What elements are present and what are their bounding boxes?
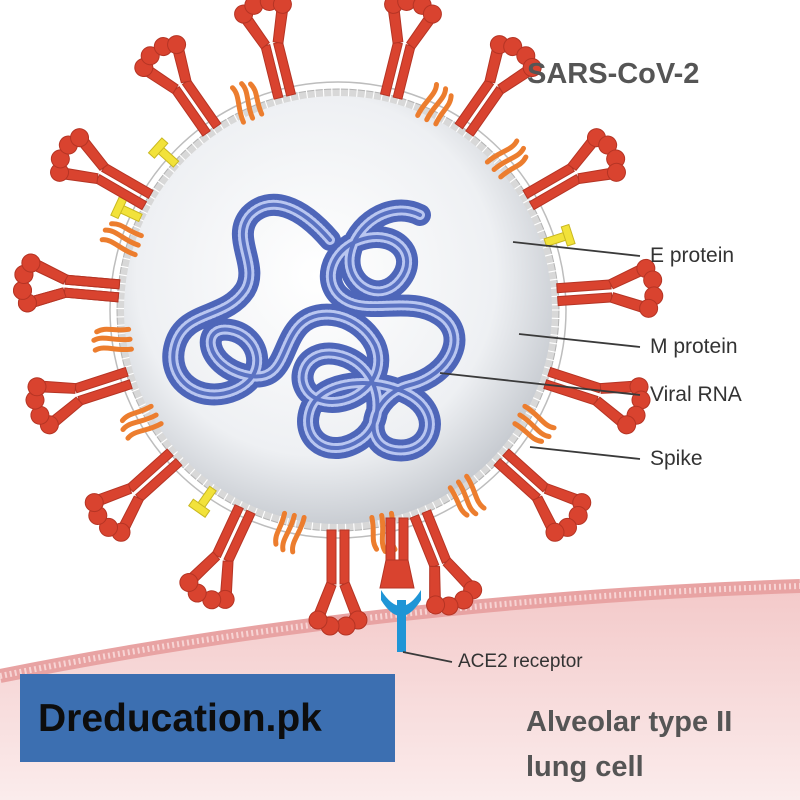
m-protein [447,473,487,518]
e-protein [543,223,576,248]
e-protein-label: E protein [650,244,735,267]
spike-protein [409,509,483,616]
watermark-text: Dreducation.pk [38,697,322,740]
spike-protein [522,128,626,211]
spike-protein [25,366,133,435]
m-protein [91,326,134,353]
m-protein [484,138,529,180]
e-protein [147,137,180,168]
m-protein [119,403,164,441]
ace2-receptor-label: ACE2 receptor [458,651,583,672]
m-protein [99,221,144,258]
e-protein [188,485,217,518]
viral-rna-leader [439,372,641,396]
spike-leader [529,446,641,460]
m-protein-label: M protein [650,335,738,358]
e-proteins [110,137,576,518]
ace2-receptor [381,590,421,652]
spike-protein [379,0,442,100]
spike-protein [13,253,121,313]
viral-rna [162,193,466,462]
m-protein [415,82,454,127]
spike-protein [179,504,256,610]
spike-bound-to-ace2 [379,517,415,589]
e-protein-leader [512,241,641,257]
spike-protein [556,258,664,318]
spike-protein [134,35,222,137]
m-protein-leader [518,333,641,348]
spike-protein [308,529,368,636]
spike-protein [454,35,542,137]
e-protein [110,196,143,223]
cell-label-line-1: Alveolar type II [526,706,733,738]
viral-rna-label: Viral RNA [650,383,742,406]
leader-lines [402,241,641,663]
spike-protein [234,0,297,100]
m-protein [229,81,265,125]
ace2-leader [402,651,453,663]
watermark-banner [20,674,395,762]
cell-label-line-2: lung cell [526,751,644,783]
diagram-title: SARS-CoV-2 [527,58,700,90]
m-protein [273,510,307,555]
spike-protein [493,448,592,542]
spike-protein [50,128,154,211]
spike-protein [84,448,183,542]
m-protein [512,403,557,444]
spike-label: Spike [650,447,703,470]
